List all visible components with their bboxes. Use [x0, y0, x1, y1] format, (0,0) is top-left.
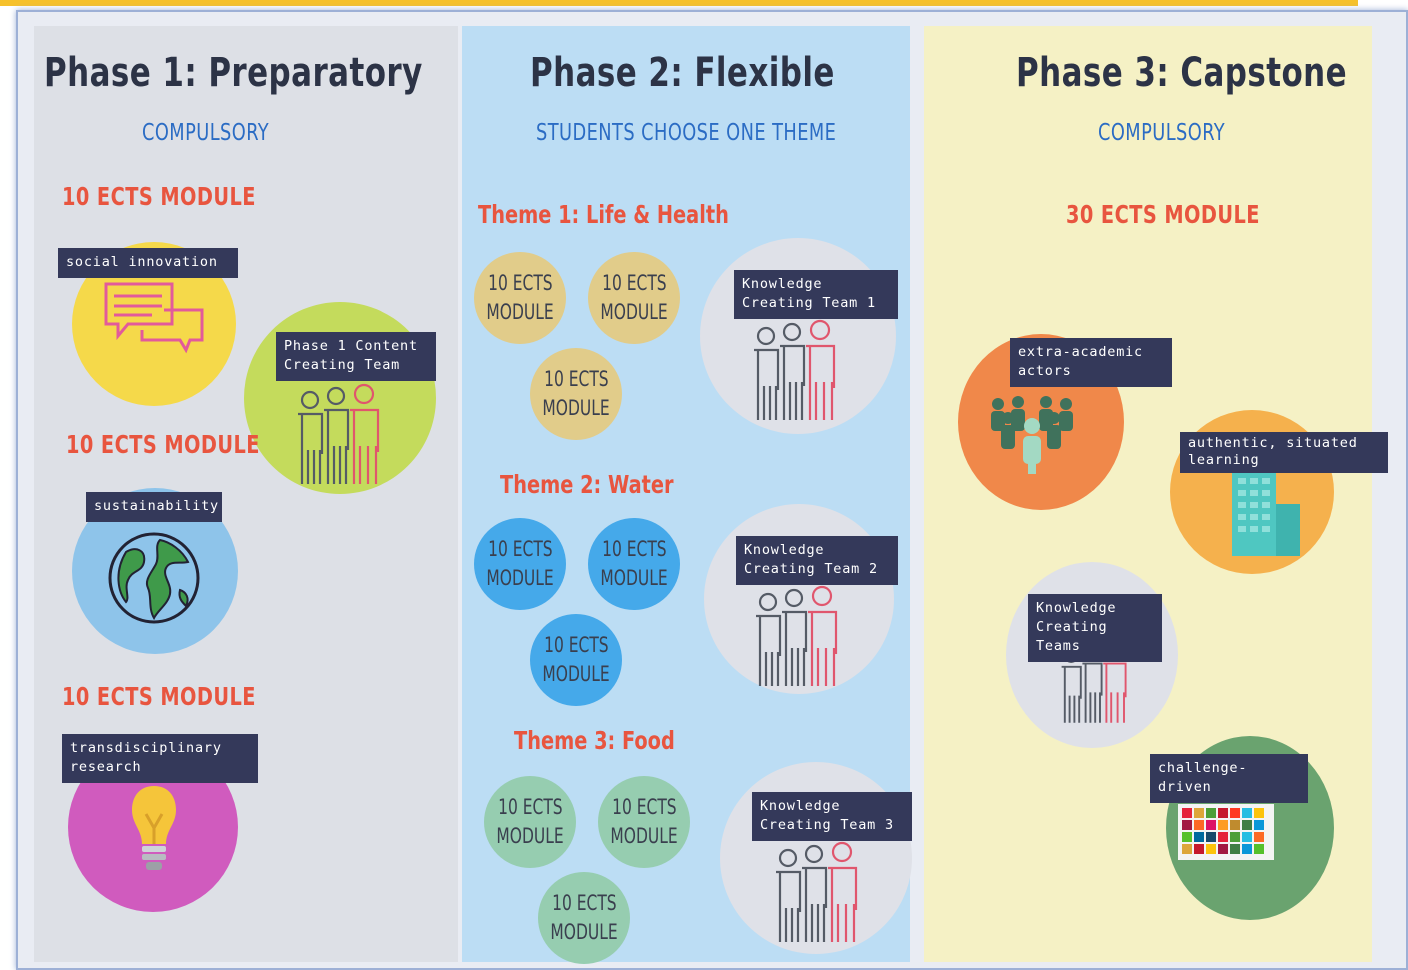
speech-bubbles-icon	[104, 282, 204, 354]
transdisciplinary-tag: transdisciplinary research	[62, 734, 258, 783]
theme2-title: Theme 2: Water	[500, 470, 674, 499]
phase2-title: Phase 2: Flexible	[530, 50, 835, 96]
top-accent-bar	[0, 0, 1358, 6]
crowd-icon	[991, 396, 1073, 474]
challenge-driven-tag: challenge-driven	[1150, 754, 1308, 803]
people-group-icon	[756, 585, 838, 686]
phase3-title: Phase 3: Capstone	[1016, 50, 1348, 96]
sdg-grid-icon	[1178, 804, 1274, 860]
phase3-column: Phase 3: Capstone COMPULSORY 30 ECTS MOD…	[924, 26, 1388, 962]
phase3-module-heading: 30 ECTS MODULE	[1066, 200, 1260, 229]
phase2-subtitle: STUDENTS CHOOSE ONE THEME	[536, 120, 837, 146]
phase1-title: Phase 1: Preparatory	[44, 50, 423, 96]
diagram-frame: Phase 1: Preparatory COMPULSORY 10 ECTS …	[16, 10, 1408, 970]
building-icon	[1232, 470, 1300, 556]
extra-academic-tag: extra-academic actors	[1010, 338, 1172, 387]
theme3-title: Theme 3: Food	[514, 726, 675, 755]
phase1-module-heading-1: 10 ECTS MODULE	[62, 182, 256, 211]
social-innovation-tag: social innovation	[58, 248, 238, 278]
people-group-icon	[298, 383, 380, 484]
team2-tag: Knowledge Creating Team 2	[736, 536, 898, 585]
phase2-column: Phase 2: Flexible STUDENTS CHOOSE ONE TH…	[462, 26, 912, 964]
authentic-learning-tag: authentic, situated learning	[1180, 432, 1388, 473]
lightbulb-icon	[132, 786, 176, 870]
phase1-column: Phase 1: Preparatory COMPULSORY 10 ECTS …	[34, 26, 458, 962]
content-team-tag: Phase 1 Content Creating Team	[276, 332, 436, 381]
team3-tag: Knowledge Creating Team 3	[752, 792, 912, 841]
sustainability-tag: sustainability	[86, 492, 222, 522]
team1-tag: Knowledge Creating Team 1	[734, 270, 898, 319]
people-group-icon	[754, 319, 836, 420]
theme1-title: Theme 1: Life & Health	[478, 200, 729, 229]
people-group-icon	[776, 841, 858, 942]
phase1-subtitle: COMPULSORY	[142, 120, 270, 146]
phase1-module-heading-2: 10 ECTS MODULE	[66, 430, 260, 459]
phase1-module-heading-3: 10 ECTS MODULE	[62, 682, 256, 711]
knowledge-teams-tag: Knowledge Creating Teams	[1028, 594, 1162, 662]
phase3-subtitle: COMPULSORY	[1098, 120, 1226, 146]
globe-icon	[108, 532, 200, 624]
